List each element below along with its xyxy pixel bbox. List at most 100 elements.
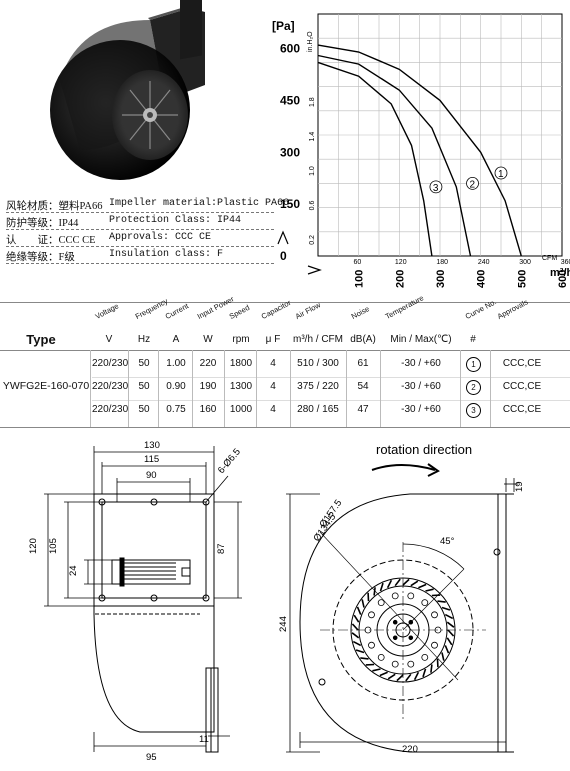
y-tick-pa: 600	[280, 42, 300, 56]
x-tick-m3h: 500	[516, 270, 528, 288]
column-header: Frequency	[133, 296, 170, 321]
x-tick-m3h: 300	[435, 270, 447, 288]
table-cell-flow: 510 / 300	[297, 358, 339, 369]
column-header: Speed	[227, 302, 252, 321]
impeller-blade	[444, 613, 454, 620]
table-cell-rpm: 1300	[229, 381, 253, 392]
table-cell-appr: CCC,CE	[502, 404, 542, 415]
table-cell-w: 220	[199, 358, 217, 369]
unit-cell: W	[203, 334, 213, 345]
y-unit-pa: [Pa]	[272, 19, 295, 33]
table-cell-hz: 50	[138, 381, 150, 392]
table-cell-rpm: 1000	[229, 404, 253, 415]
impeller-blade	[396, 674, 404, 682]
impeller-blade	[410, 580, 419, 587]
curve-marker-3	[429, 180, 443, 194]
spec-row-impeller: 风轮材质：塑料PA66 Impeller material:Plastic PA…	[6, 196, 289, 213]
impeller-blade	[352, 640, 362, 647]
y-tick-pa: 0	[280, 249, 287, 263]
hub-hole	[377, 599, 385, 607]
y-tick-pa: 150	[280, 197, 300, 211]
table-cell-uf: 4	[270, 358, 276, 369]
impeller-blade	[413, 671, 420, 681]
impeller-blade	[447, 629, 455, 637]
impeller-blade	[422, 668, 427, 678]
unit-cell: Min / Max(℃)	[390, 334, 452, 345]
spec-en: Impeller material:Plastic PA66	[109, 198, 290, 209]
impeller-blade	[405, 673, 412, 682]
table-cell-flow: 280 / 165	[297, 404, 339, 415]
hub-bolt	[408, 635, 414, 641]
spec-en: Approvals: CCC CE	[109, 232, 212, 243]
x-tick-m3h: 100	[354, 270, 366, 288]
hub-bolt	[392, 635, 398, 641]
dimension-label: 120	[28, 538, 39, 554]
hub-bolt	[392, 619, 398, 625]
table-cell-curve: 2	[466, 380, 481, 395]
dimension-label: 45°	[440, 536, 455, 547]
impeller-blade	[387, 673, 396, 680]
model-name: YWFG2E-160-070	[2, 380, 90, 392]
spec-zh: 防护等级：IP44	[6, 218, 79, 229]
dimension-label: 95	[146, 752, 157, 763]
table-cell-temp: -30 / +60	[401, 404, 441, 415]
impeller-blade	[356, 606, 362, 615]
dimension-label: 87	[216, 543, 227, 554]
impeller-blade	[386, 579, 393, 589]
x-tick-m3h: 600	[557, 270, 569, 288]
y-tick-inh2o: 0.6	[309, 201, 316, 211]
column-header: Noise	[349, 304, 371, 321]
hub-hole	[391, 592, 399, 600]
y-tick-inh2o: 1.0	[309, 166, 316, 176]
x-tick-cfm: 60	[353, 259, 361, 266]
impeller-blade	[394, 578, 401, 587]
spec-zh: 认 证：CCC CE	[6, 235, 96, 246]
spec-row-protection: 防护等级：IP44 Protection Class: IP44	[6, 213, 274, 230]
dimension-label: 6-Ø6.5	[216, 447, 243, 476]
rotation-direction-label: rotation direction	[376, 442, 472, 457]
hub-hole	[368, 611, 375, 619]
dimension-label: 24	[68, 565, 79, 576]
impeller-blade	[446, 637, 453, 646]
table-cell-v: 220/230	[92, 404, 129, 415]
impeller-blade	[446, 621, 455, 628]
table-cell-hz: 50	[138, 358, 150, 369]
hub-hole	[421, 599, 429, 607]
spec-zh: 绝缘等级：F级	[6, 252, 75, 263]
x-tick-cfm: 240	[478, 259, 490, 266]
dimension-label: 115	[144, 454, 159, 465]
table-cell-curve: 1	[466, 357, 481, 372]
x-tick-cfm: 120	[395, 259, 407, 266]
impeller-blade	[351, 632, 360, 639]
dimension-label: 130	[144, 440, 160, 451]
dimension-label: 19	[514, 481, 525, 492]
x-tick-cfm: 300	[519, 259, 531, 266]
impeller-blade	[444, 645, 450, 654]
table-cell-w: 190	[199, 381, 217, 392]
curve-label-1: 1	[498, 169, 504, 180]
column-header: Voltage	[93, 301, 121, 321]
spec-row-insulation: 绝缘等级：F级 Insulation class: F	[6, 247, 274, 264]
x-tick-m3h: 400	[476, 270, 488, 288]
table-cell-appr: CCC,CE	[502, 381, 542, 392]
hub-hole	[368, 641, 375, 649]
table-cell-rpm: 1800	[229, 358, 253, 369]
table-cell-a: 0.75	[166, 404, 186, 415]
y-tick-inh2o: 1.8	[309, 97, 316, 107]
x-arrow-icon	[307, 265, 322, 275]
x-unit-m3h: m³/h	[550, 267, 570, 279]
y-arrow-icon	[277, 230, 289, 245]
hub-hole	[377, 653, 385, 661]
impeller-blade	[351, 623, 359, 631]
impeller-blade	[379, 582, 384, 592]
impeller-blade	[361, 599, 365, 608]
table-cell-w: 160	[199, 404, 217, 415]
impeller-blade	[379, 671, 388, 677]
y-tick-pa: 450	[280, 93, 300, 107]
column-header: Air Flow	[293, 300, 322, 321]
dimension-label: 244	[278, 616, 289, 632]
series-line-2	[317, 54, 472, 257]
hub-hole	[391, 660, 399, 668]
table-cell-a: 0.90	[166, 381, 186, 392]
